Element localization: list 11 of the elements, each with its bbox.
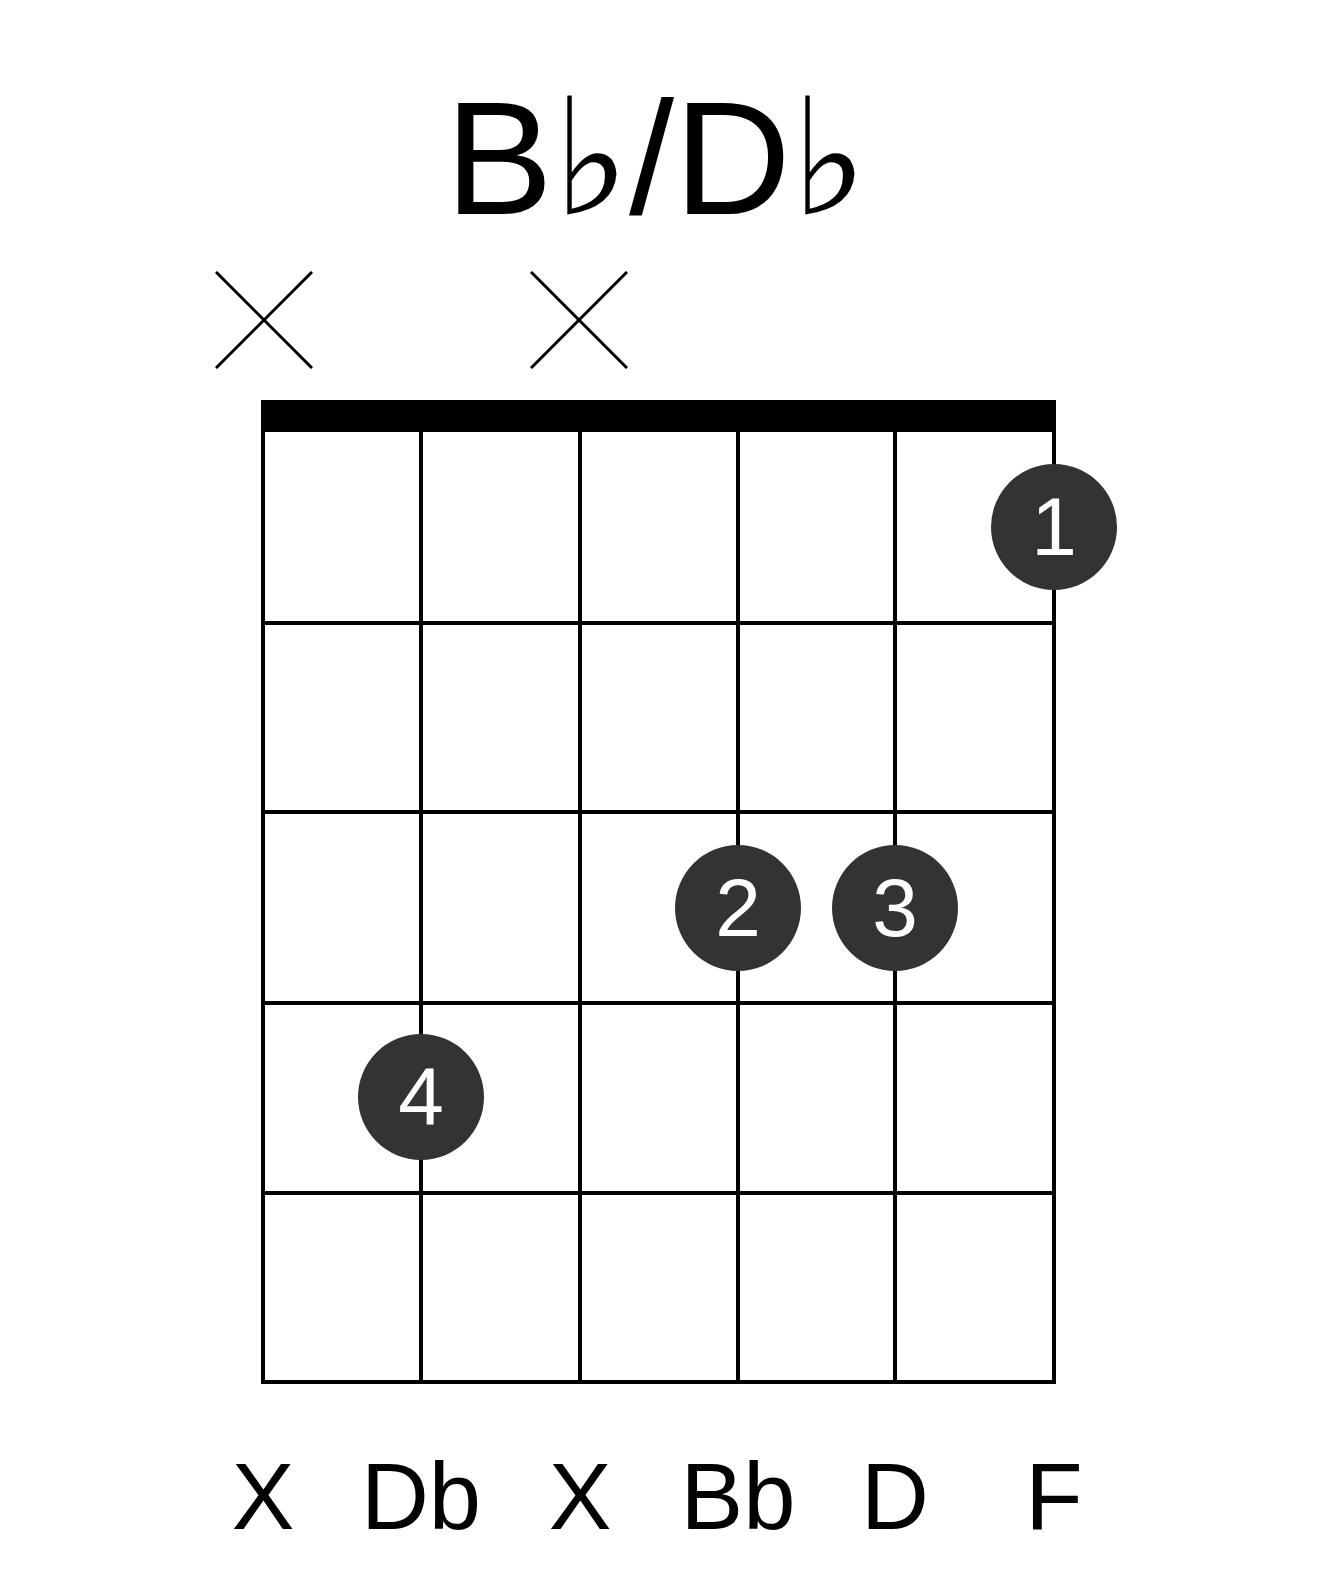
finger-number: 3 [872, 867, 918, 949]
finger-number: 1 [1031, 486, 1077, 568]
string-note-label: Db [360, 1450, 482, 1544]
string-note-label: F [1025, 1450, 1083, 1544]
string-note-label: X [231, 1450, 295, 1544]
string-note-label: D [861, 1450, 929, 1544]
chord-title: B♭/D♭ [444, 77, 868, 239]
string-note-label: Bb [680, 1450, 796, 1544]
string-note-label: X [548, 1450, 612, 1544]
finger-number: 4 [398, 1056, 444, 1138]
finger-number: 2 [715, 867, 761, 949]
